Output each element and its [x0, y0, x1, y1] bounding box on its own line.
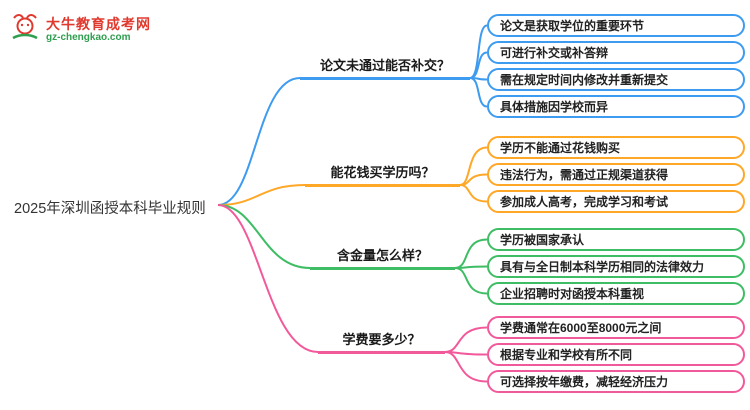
branch-node-value: 含金量怎么样？ — [310, 245, 455, 270]
leaf-node: 企业招聘时对函授本科重视 — [487, 282, 745, 305]
leaf-node: 具体措施因学校而异 — [487, 95, 745, 118]
leaf-node: 参加成人高考，完成学习和考试 — [487, 190, 745, 213]
leaf-node: 学历不能通过花钱购买 — [487, 136, 745, 159]
leaf-node: 违法行为，需通过正规渠道获得 — [487, 163, 745, 186]
branch-node-buy-degree: 能花钱买学历吗？ — [305, 162, 460, 187]
leaf-node: 可进行补交或补答辩 — [487, 41, 745, 64]
logo-subtitle: gz-chengkao.com — [46, 31, 131, 43]
bull-icon — [10, 12, 40, 47]
logo-title: 大牛教育成考网 — [46, 15, 151, 32]
branch-node-tuition: 学费要多少？ — [318, 329, 445, 354]
leaf-node: 学历被国家承认 — [487, 228, 745, 251]
root-node: 2025年深圳函授本科毕业规则 — [14, 201, 206, 217]
leaf-node: 学费通常在6000至8000元之间 — [487, 316, 745, 339]
leaf-node: 需在规定时间内修改并重新提交 — [487, 68, 745, 91]
leaf-node: 论文是获取学位的重要环节 — [487, 14, 745, 37]
site-logo: 大牛教育成考网 gz-chengkao.com — [10, 12, 151, 47]
leaf-node: 具有与全日制本科学历相同的法律效力 — [487, 255, 745, 278]
leaf-node: 根据专业和学校有所不同 — [487, 343, 745, 366]
branch-node-thesis: 论文未通过能否补交？ — [300, 55, 470, 80]
leaf-node: 可选择按年缴费，减轻经济压力 — [487, 370, 745, 393]
